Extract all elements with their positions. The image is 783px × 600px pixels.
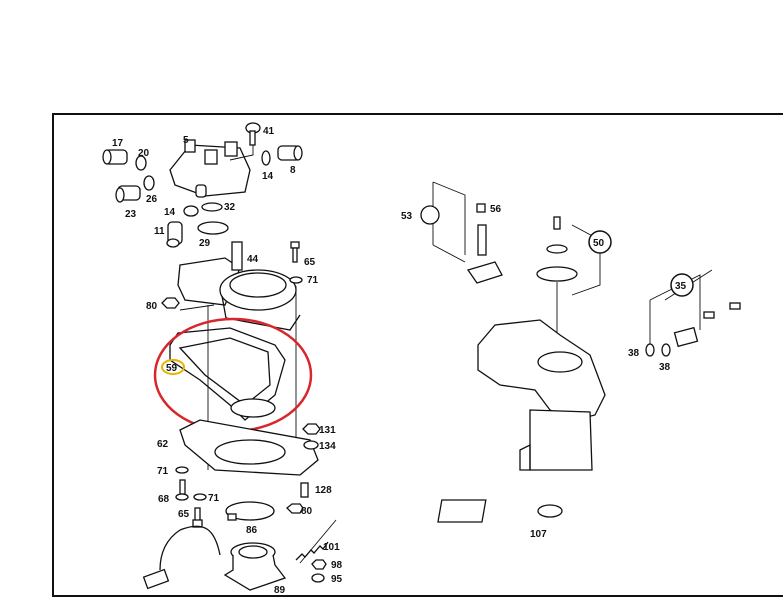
label-44: 44 — [247, 254, 259, 265]
part-14-seal-b[interactable] — [183, 205, 199, 217]
part-101-spring[interactable] — [295, 519, 337, 564]
part-32-oring[interactable] — [201, 202, 223, 212]
part-59-marker — [161, 359, 185, 375]
part-20-seal[interactable] — [135, 155, 147, 171]
label-80: 80 — [146, 301, 158, 312]
label-53: 53 — [401, 211, 413, 222]
part-95-washer[interactable] — [311, 573, 325, 583]
part-17-fitting[interactable] — [102, 149, 128, 165]
label-8: 8 — [290, 165, 296, 176]
label-32: 32 — [224, 202, 236, 213]
label-23: 23 — [125, 209, 137, 220]
label-17: 17 — [112, 138, 124, 149]
label-56: 56 — [490, 204, 502, 215]
label-128: 128 — [315, 485, 332, 496]
label-50-bubble — [588, 230, 612, 254]
diagram-frame — [52, 113, 783, 597]
label-35: 35 — [675, 281, 687, 292]
label-38: 38 — [628, 348, 640, 359]
part-14-seal-a[interactable] — [261, 150, 271, 166]
part-134-washer[interactable] — [303, 440, 319, 450]
label-131: 131 — [319, 425, 336, 436]
label-65: 65 — [304, 257, 316, 268]
part-11-fitting[interactable] — [166, 221, 183, 248]
part-26-seal[interactable] — [143, 175, 155, 191]
part-35-connector-kit[interactable] — [649, 269, 741, 350]
part-65-bolt-b[interactable] — [192, 507, 203, 528]
label-71: 71 — [157, 466, 169, 477]
label-86: 86 — [246, 525, 258, 536]
label-71: 71 — [208, 493, 220, 504]
part-38-seal-a[interactable] — [645, 343, 655, 357]
part-89-throttle-body[interactable] — [142, 525, 287, 591]
part-98-nut[interactable] — [311, 559, 327, 570]
part-23-fitting[interactable] — [115, 185, 141, 203]
label-50: 50 — [593, 238, 605, 249]
label-65: 65 — [178, 509, 190, 520]
label-14: 14 — [164, 207, 176, 218]
label-68: 68 — [158, 494, 170, 505]
part-65-bolt-a[interactable] — [290, 241, 300, 263]
part-8-fitting[interactable] — [277, 145, 303, 161]
carburetor-body — [477, 319, 606, 471]
label-59: 59 — [166, 363, 178, 374]
label-29: 29 — [199, 238, 211, 249]
part-68-bolt[interactable] — [175, 479, 189, 501]
part-44-housing[interactable] — [177, 241, 301, 331]
part-71-washer-b[interactable] — [175, 466, 189, 474]
part-56-screw[interactable] — [476, 203, 486, 213]
label-35-bubble — [670, 273, 694, 297]
label-80: 80 — [301, 506, 313, 517]
label-71: 71 — [307, 275, 319, 286]
part-71-washer-a[interactable] — [289, 276, 303, 460]
part-53-valve-assembly[interactable] — [420, 181, 503, 284]
part-71-washer-c[interactable] — [193, 493, 207, 501]
part-38-seal-b[interactable] — [661, 343, 671, 357]
label-134: 134 — [319, 441, 336, 452]
label-95: 95 — [331, 574, 343, 585]
part-86-clamp[interactable] — [225, 501, 275, 521]
label-38: 38 — [659, 362, 671, 373]
part-128-valve[interactable] — [300, 482, 309, 498]
part-29-oring[interactable] — [197, 221, 229, 235]
part-107-gasket[interactable] — [437, 499, 563, 523]
label-98: 98 — [331, 560, 343, 571]
part-62-flange[interactable] — [179, 419, 319, 476]
label-5: 5 — [183, 135, 189, 146]
part-80-nut-b[interactable] — [286, 503, 304, 514]
label-26: 26 — [146, 194, 158, 205]
label-89: 89 — [274, 585, 286, 596]
label-107: 107 — [530, 529, 547, 540]
label-101: 101 — [323, 542, 340, 553]
part-41-screw[interactable] — [229, 122, 261, 161]
label-41: 41 — [263, 126, 275, 137]
label-11: 11 — [154, 226, 165, 237]
label-14: 14 — [262, 171, 274, 182]
part-5-distributor[interactable] — [169, 139, 251, 198]
label-62: 62 — [157, 439, 169, 450]
part-80-nut-a[interactable] — [161, 297, 215, 311]
part-131-nut[interactable] — [302, 423, 321, 435]
label-20: 20 — [138, 148, 150, 159]
